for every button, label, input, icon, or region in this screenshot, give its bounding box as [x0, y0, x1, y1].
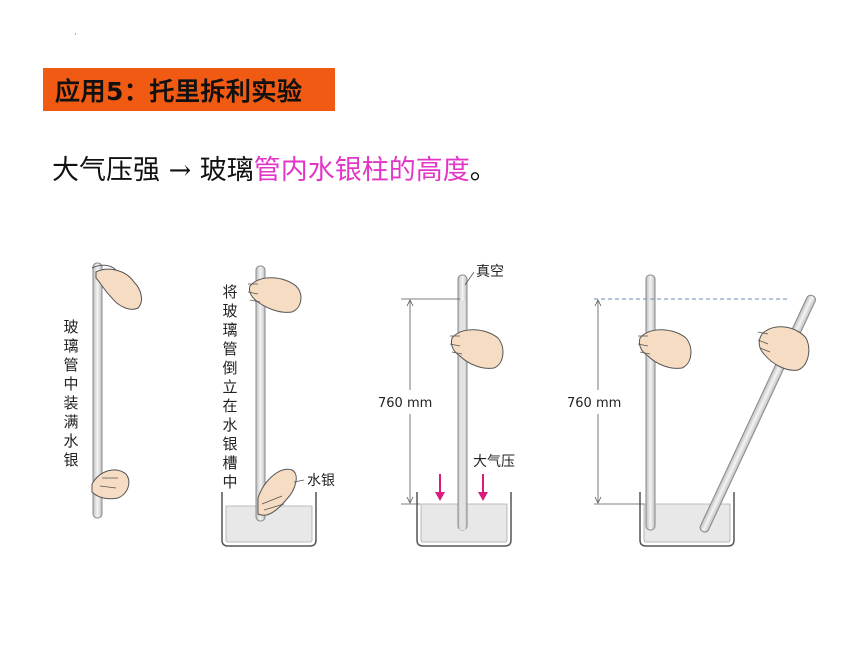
step1-top-hand: [91, 264, 142, 310]
step4-trough: [639, 492, 735, 547]
subtitle-part2: 。: [469, 155, 497, 186]
step4-hand-left: [637, 329, 692, 369]
step2-caption: 将玻璃管倒立在水银槽中: [222, 283, 238, 491]
height-label-760-step4: 760 mm: [567, 396, 621, 411]
step3-trough: [416, 492, 512, 547]
step2-bottom-hand: [257, 468, 297, 516]
step2-diagram: 水银: [221, 265, 335, 547]
step1-diagram: [91, 262, 142, 519]
step4-hand-right: [757, 326, 810, 371]
step1-caption: 玻璃管中装满水银: [63, 318, 79, 469]
subtitle-part1: 大气压强 → 玻璃: [52, 155, 254, 186]
step1-tube: [92, 262, 103, 519]
step3-diagram: 真空 760 mm 大气压: [378, 264, 515, 547]
pressure-label: 大气压: [473, 454, 515, 470]
step1-bottom-hand: [91, 469, 130, 500]
step2-tube: [255, 265, 266, 522]
step4-vertical-tube: [645, 274, 656, 531]
subtitle-highlight: 管内水银柱的高度: [253, 155, 470, 186]
subtitle-line: 大气压强 → 玻璃管内水银柱的高度。: [52, 148, 497, 187]
vacuum-label: 真空: [476, 264, 504, 280]
slide-title: 应用5：托里拆利实验: [55, 76, 303, 106]
height-label-760-step3: 760 mm: [378, 396, 432, 411]
step4-diagram: 760 mm: [567, 274, 816, 547]
step2-top-hand: [247, 277, 302, 313]
mercury-label: 水银: [307, 473, 335, 489]
step2-mercury-pool: [225, 505, 313, 543]
step3-mercury-column: [459, 301, 466, 530]
step4-tilted-tube: [699, 294, 816, 533]
step2-trough: [221, 492, 317, 547]
slide-dot: ·: [74, 30, 77, 40]
title-banner: 应用5：托里拆利实验: [43, 68, 335, 111]
step3-hand: [449, 329, 504, 369]
